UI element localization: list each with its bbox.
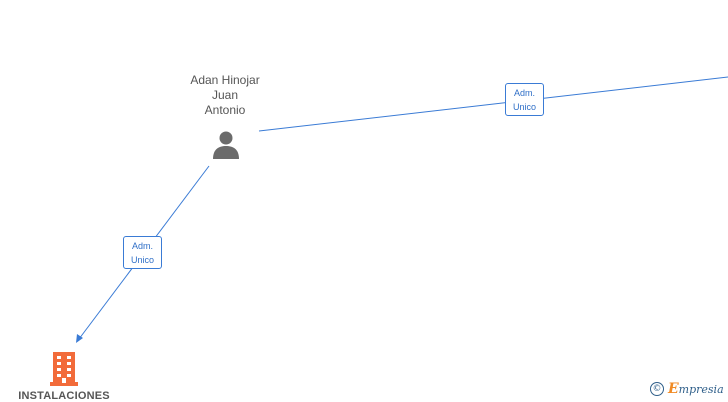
edge-person-to-offscreen <box>258 76 728 132</box>
person-name[interactable]: Adan Hinojar Juan Antonio <box>170 73 280 118</box>
person-icon[interactable] <box>211 130 241 160</box>
role-line-1: Adm. <box>131 241 153 251</box>
role-line-2: Unico <box>130 255 154 265</box>
role-line-2: Unico <box>512 102 536 112</box>
building-icon[interactable] <box>50 352 78 386</box>
brand-logo: Empresia <box>668 381 724 397</box>
company-name[interactable]: INSTALACIONES <box>18 390 110 402</box>
arrowhead-icon <box>76 334 83 343</box>
role-line-1: Adm. <box>513 88 535 98</box>
person-name-line-2: Juan <box>211 88 239 102</box>
copyright-icon: © <box>650 382 664 396</box>
person-name-line-1: Adan Hinojar <box>190 73 260 87</box>
watermark: © Empresia <box>650 380 724 398</box>
role-badge-adm-unico[interactable]: Adm. Unico <box>123 236 162 269</box>
brand-rest: mpresia <box>678 383 724 396</box>
brand-initial: E <box>668 381 679 397</box>
role-badge-adm-unico[interactable]: Adm. Unico <box>505 83 544 116</box>
person-name-line-3: Antonio <box>204 103 246 117</box>
